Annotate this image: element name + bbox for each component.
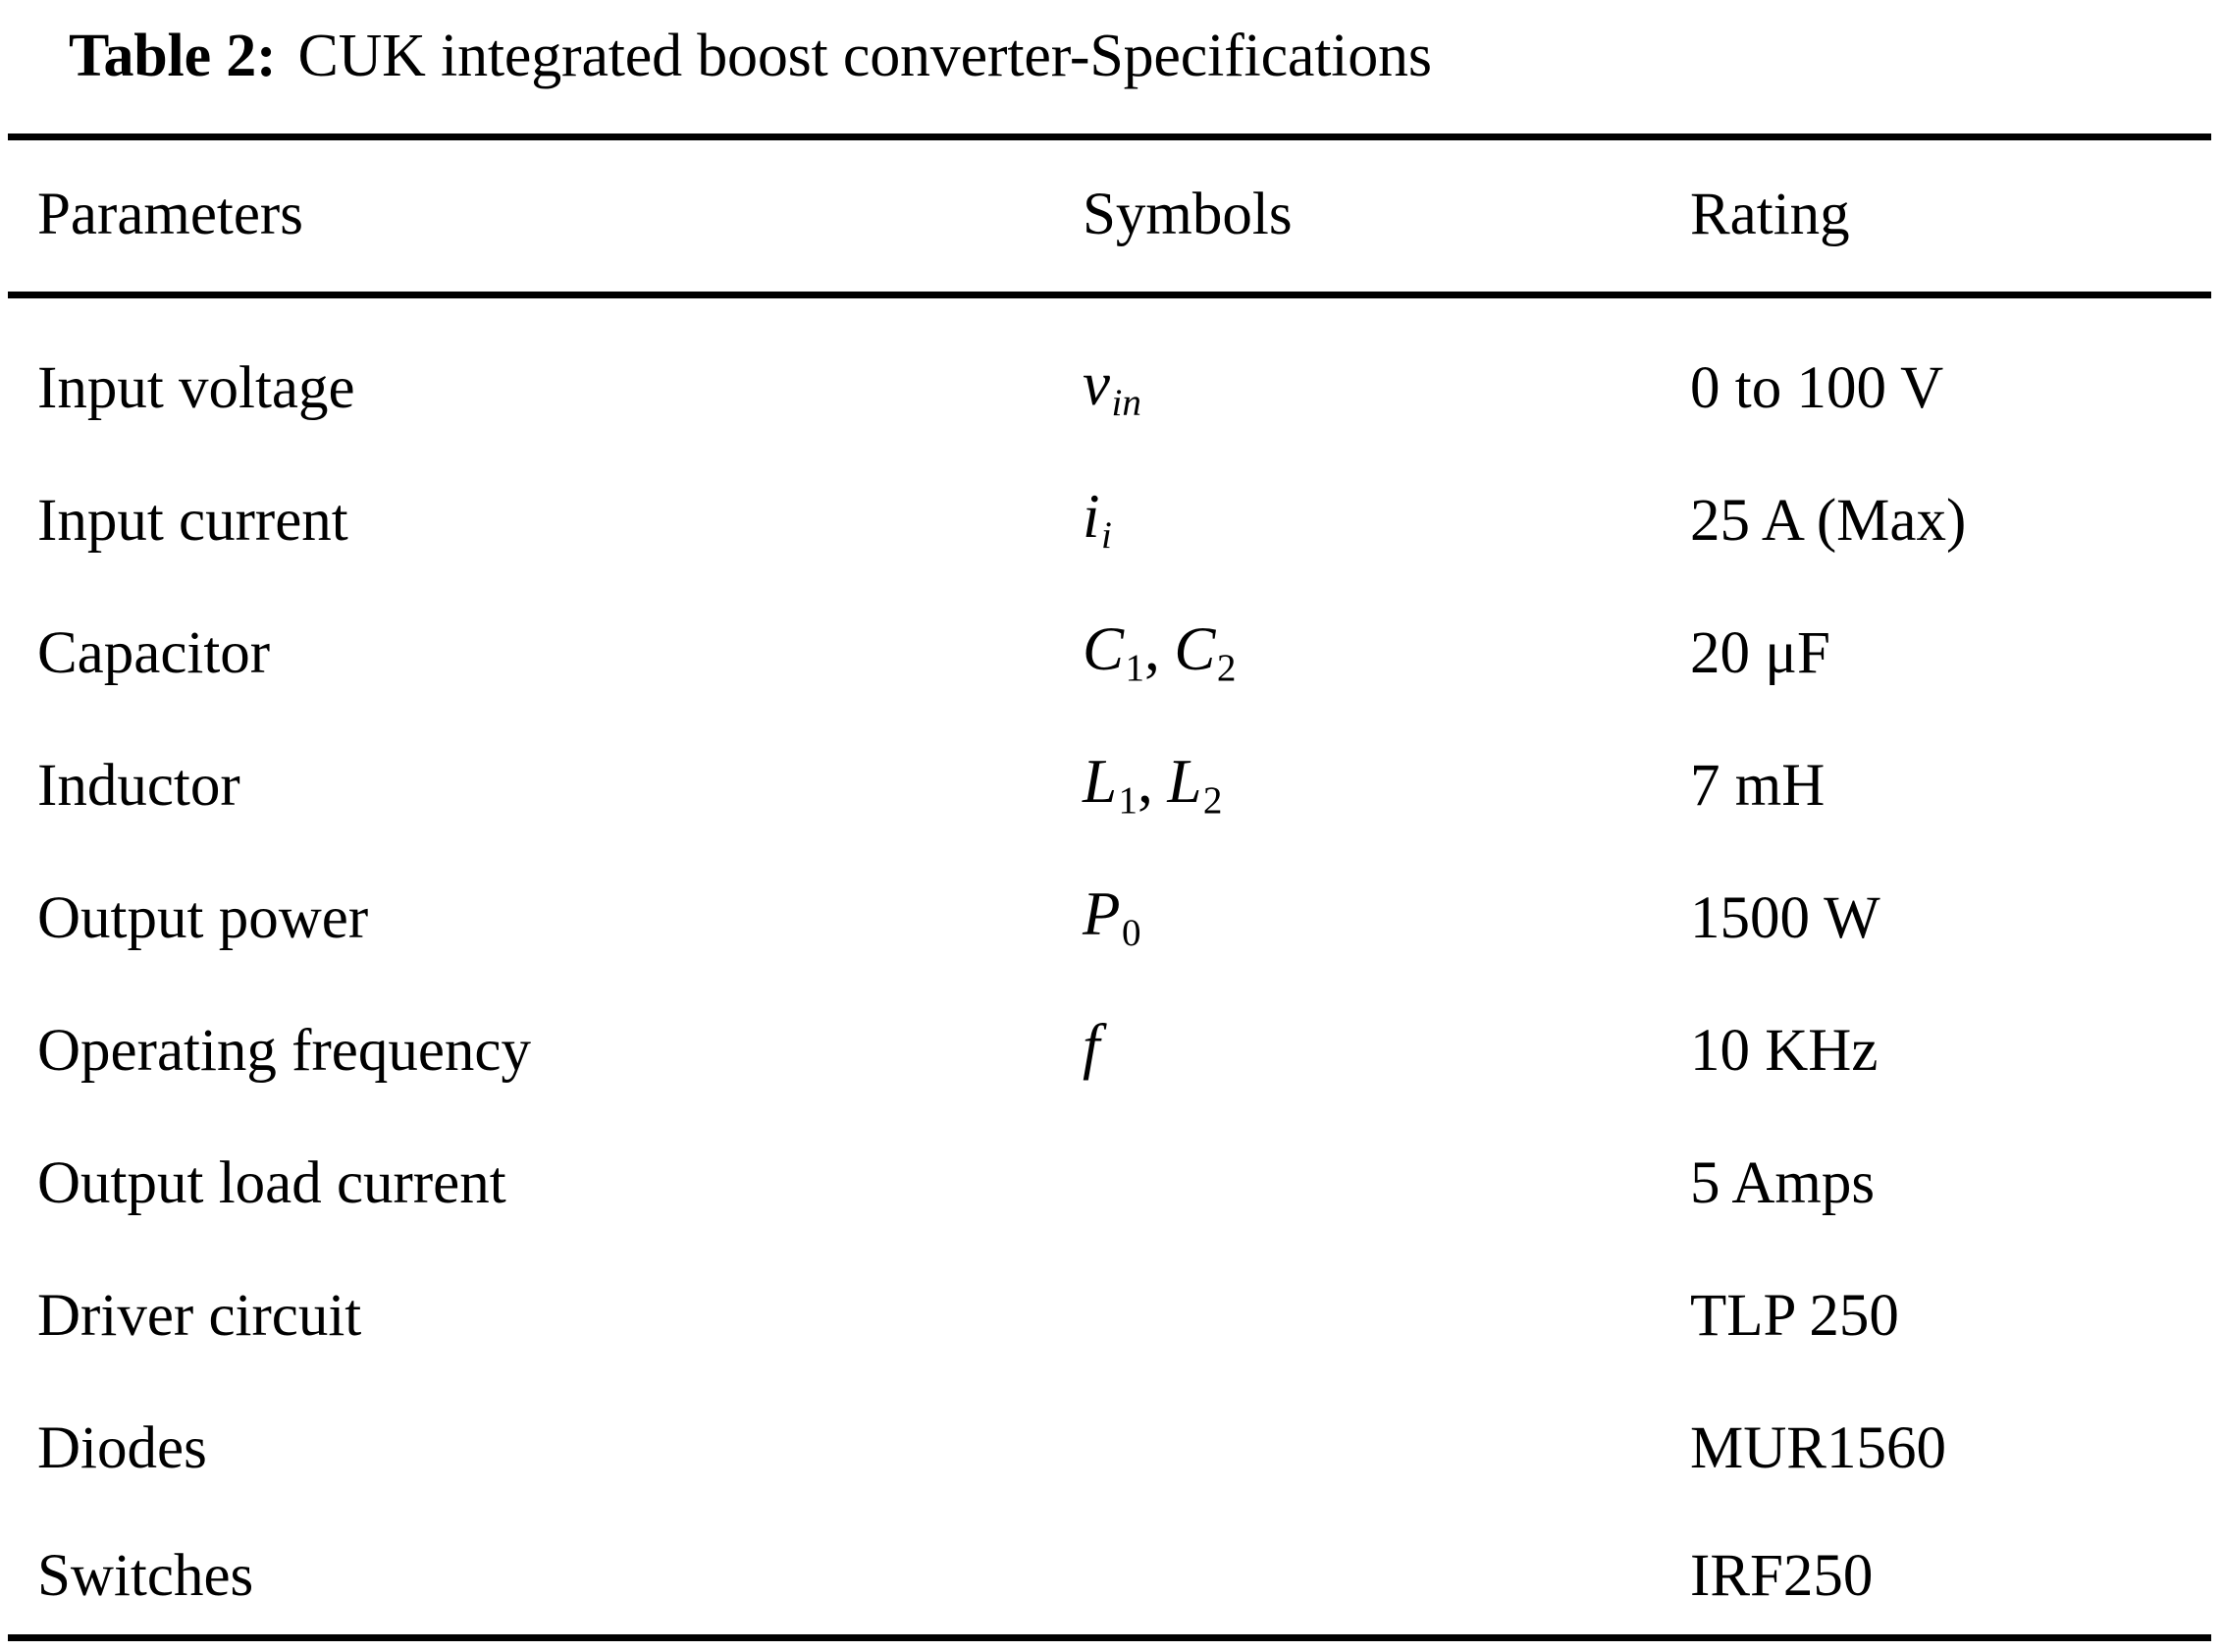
symbol-subscript: in (1111, 381, 1141, 424)
row-symbol: vin (1083, 334, 1671, 442)
table-row: Output load current 5 Amps (0, 1129, 2223, 1237)
column-header-rating: Rating (1690, 181, 1850, 247)
row-rating: IRF250 (1690, 1542, 1874, 1609)
row-parameter: Output power (37, 884, 369, 951)
table-row: Inductor L1,L2 7 mH (0, 731, 2223, 839)
table-caption: Table 2: CUK integrated boost converter-… (69, 2, 2208, 112)
row-parameter: Operating frequency (37, 1017, 532, 1084)
table-row: Input current ii 25 A (Max) (0, 466, 2223, 574)
row-rating: 25 A (Max) (1690, 487, 1967, 554)
symbol-subscript: 0 (1121, 911, 1141, 954)
symbol-subscript: i (1101, 513, 1112, 557)
row-rating: 5 Amps (1690, 1149, 1876, 1216)
symbol-subscript: 1 (1118, 778, 1138, 822)
row-symbol (1083, 1261, 1671, 1369)
row-rating: 0 to 100 V (1690, 354, 1944, 421)
row-symbol (1083, 1521, 1671, 1629)
row-rating: 20 μF (1690, 619, 1830, 686)
row-parameter: Capacitor (37, 619, 271, 686)
table-row: Switches IRF250 (0, 1521, 2223, 1629)
table-row: Output power P0 1500 W (0, 864, 2223, 972)
symbol-base: v (1083, 349, 1111, 418)
symbol-base-2: L (1167, 747, 1202, 816)
row-symbol: L1,L2 (1083, 747, 1223, 822)
row-parameter: Switches (37, 1542, 254, 1609)
table-header-rule (8, 292, 2211, 298)
table-top-rule (8, 133, 2211, 140)
symbol-base: f (1083, 1012, 1101, 1081)
table-caption-label: Table 2: (69, 23, 277, 90)
table-bottom-rule (8, 1634, 2211, 1641)
row-parameter: Driver circuit (37, 1282, 362, 1349)
symbol-subscript: 1 (1125, 646, 1145, 689)
row-parameter: Input voltage (37, 354, 355, 421)
table-header-row: Parameters Symbols Rating (0, 160, 2223, 268)
row-parameter: Diodes (37, 1414, 207, 1481)
table-row: Diodes MUR1560 (0, 1394, 2223, 1502)
symbol-base: L (1083, 747, 1118, 816)
table-row: Driver circuit TLP 250 (0, 1261, 2223, 1369)
table-row: Operating frequency f 10 KHz (0, 996, 2223, 1104)
row-parameter: Output load current (37, 1149, 506, 1216)
row-symbol: C1,C2 (1083, 614, 1237, 689)
symbol-base: P (1083, 879, 1121, 948)
row-parameter: Input current (37, 487, 348, 554)
symbol-base: i (1083, 482, 1101, 551)
symbol-subscript-2: 2 (1202, 778, 1223, 822)
column-header-parameters: Parameters (37, 181, 303, 247)
row-rating: TLP 250 (1690, 1282, 1899, 1349)
column-header-symbols: Symbols (1083, 181, 1293, 247)
symbol-base: C (1083, 614, 1125, 683)
table-caption-text: CUK integrated boost converter-Specifica… (297, 23, 1432, 90)
row-rating: 7 mH (1690, 752, 1826, 819)
row-rating: MUR1560 (1690, 1414, 1946, 1481)
table-row: Input voltage vin 0 to 100 V (0, 334, 2223, 442)
row-symbol: ii (1083, 466, 1671, 574)
row-symbol (1083, 1129, 1671, 1237)
row-rating: 10 KHz (1690, 1017, 1879, 1084)
row-parameter: Inductor (37, 752, 240, 819)
row-symbol: f (1083, 996, 1671, 1104)
row-rating: 1500 W (1690, 884, 1880, 951)
row-symbol (1083, 1394, 1671, 1502)
symbol-base-2: C (1174, 614, 1216, 683)
row-symbol: P0 (1083, 864, 1671, 972)
symbol-subscript-2: 2 (1216, 646, 1237, 689)
table-row: Capacitor C1,C2 20 μF (0, 599, 2223, 707)
